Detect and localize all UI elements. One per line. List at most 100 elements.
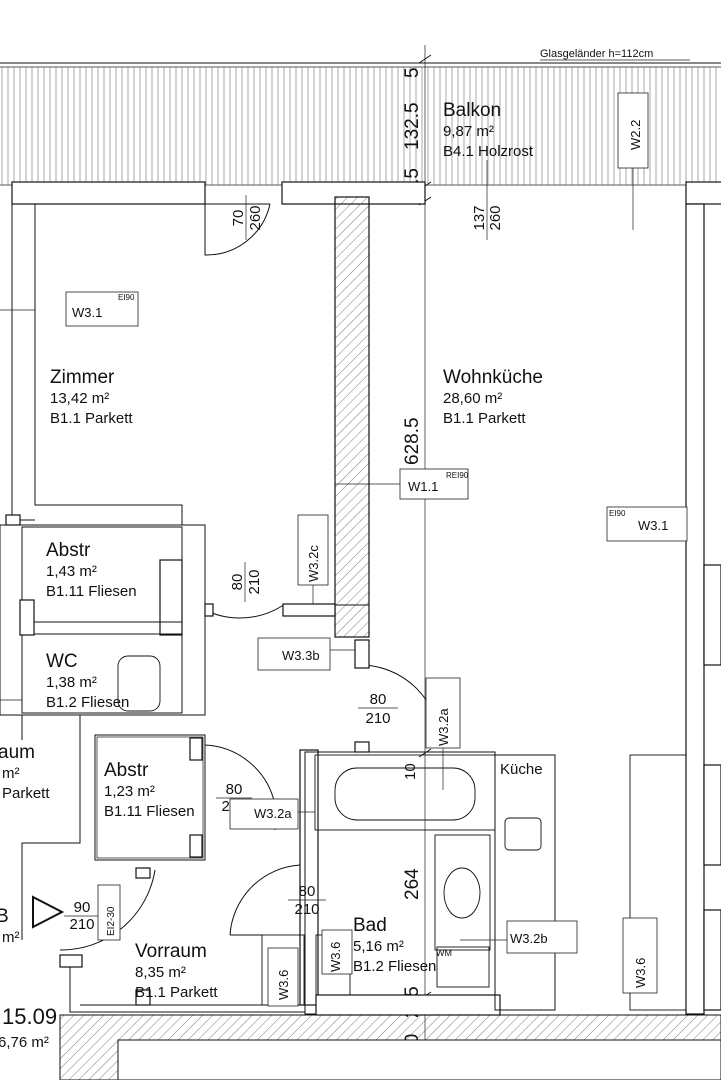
tag-w32a-horizontal [229,798,299,830]
tag-w31-right-label: W3.1 [638,518,668,533]
room-area: 13,42 m² [50,390,109,407]
tag-ei90-a: EI90 [118,293,135,302]
room-bad: Bad 5,16 m² B1.2 Fliesen [353,915,436,975]
door-jamb [204,603,214,617]
load-bearing-wall [334,196,370,638]
dim-132-5: 132.5 [402,102,423,150]
tag-w31-left-label: W3.1 [72,305,102,320]
tag-ei230-label: EI2-30 [106,906,117,936]
room-name: aum [0,742,35,763]
door4-height: 210 [365,710,390,727]
tag-ei90-b: EI90 [609,509,626,518]
room-wohnkueche: Wohnküche 28,60 m² B1.1 Parkett [443,367,543,427]
tag-w36-c-label: W3.6 [633,958,648,988]
room-area: m² [2,765,20,782]
dim-264: 264 [402,868,423,900]
room-name: Wohnküche [443,367,543,388]
room-name: Zimmer [50,367,115,388]
door3-width: 80 [229,574,246,591]
door6-height: 210 [294,901,319,918]
room-zimmer: Zimmer 13,42 m² B1.1 Parkett [50,367,133,427]
room-area: 28,60 m² [443,390,502,407]
tag-w36-a [321,929,353,975]
tag-w36-b-label: W3.6 [276,970,291,1000]
room-wc: WC 1,38 m² B1.2 Fliesen [46,651,129,711]
door-jamb [354,639,370,669]
balcony-decking [0,62,721,186]
room-floor: B1.1 Parkett [135,984,218,1001]
unit-area: 6,76 m² [0,1034,49,1051]
left-lower-walls [0,699,81,940]
door3-height: 210 [246,569,263,594]
dim-628-5: 628.5 [402,417,423,465]
room-area: 9,87 m² [443,123,494,140]
unit-number: 15.09 [2,1004,57,1029]
room-balkon: Balkon 9,87 m² B4.1 Holzrost [443,100,534,160]
room-floor: B1.1 Parkett [50,410,133,427]
room-floor: Parkett [2,785,50,802]
tag-w32b [506,920,578,954]
unit-label: B m² 15.09 6,76 m² [0,906,57,1051]
wall-stub [5,514,21,526]
door7-height: 210 [69,916,94,933]
right-neighbor-fixtures [703,564,721,1011]
tag-w32b-label: W3.2b [510,931,548,946]
tag-w32c-label: W3.2c [306,545,321,582]
room-abstr-2: Abstr 1,23 m² B1.11 Fliesen [104,760,195,820]
door6-width: 80 [299,883,316,900]
facade-wall-left [11,181,206,205]
tag-w32c [297,514,329,586]
room-area: 5,16 m² [353,938,404,955]
kitchen-counter [494,754,687,1011]
tag-w11-label: W1.1 [408,479,438,494]
room-name: Balkon [443,100,501,121]
room-name: Bad [353,915,387,936]
tag-w32a-vertical [425,677,461,749]
tag-w22-label: W2.2 [628,120,643,150]
tag-ei230 [97,884,121,941]
facade-wall-right [685,181,721,205]
tag-w31-left [65,291,139,327]
tag-w36-c [622,917,658,994]
room-area: 1,43 m² [46,563,97,580]
room-name: WC [46,651,78,672]
door1-height: 260 [247,205,264,230]
room-area: 1,23 m² [104,783,155,800]
zimmer-left-wall-outer [11,204,35,521]
door-jamb [282,603,336,617]
entrance-arrow-icon [32,895,65,929]
unit-partial-m: m² [2,929,20,946]
door4-width: 80 [370,691,387,708]
tag-w33b-label: W3.3b [282,648,320,663]
tag-w36-b [267,947,299,1007]
right-wall [685,203,705,1015]
corridor [117,1039,721,1080]
room-name: Abstr [46,540,91,561]
dim-5: 5 [402,67,423,78]
room-floor: B1.2 Fliesen [46,694,129,711]
door-jamb [135,989,151,1006]
abstr-wc-walls [0,524,206,716]
zimmer-left-wall-inner [34,204,183,525]
tag-rei90: REI90 [446,471,469,480]
dim-10: 10 [402,763,419,780]
room-vorraum: Vorraum 8,35 m² B1.1 Parkett [135,941,218,1001]
tag-w31-right [606,506,688,542]
room-area: 1,38 m² [46,674,97,691]
room-left-partial: aum m² Parkett [0,742,50,802]
abstr2-walls [94,734,206,861]
room-floor: B1.11 Fliesen [46,583,137,600]
door1-width: 70 [230,210,247,227]
washing-machine-label: WM [436,948,452,958]
door2-height: 260 [487,205,504,230]
room-name: Abstr [104,760,149,781]
door-jamb [135,867,151,879]
tag-w22 [617,92,649,169]
tag-w33b [257,637,331,671]
room-area: 8,35 m² [135,964,186,981]
room-floor: B4.1 Holzrost [443,143,534,160]
room-floor: B1.11 Fliesen [104,803,195,820]
door7-width: 90 [74,899,91,916]
door-jamb [354,741,370,753]
